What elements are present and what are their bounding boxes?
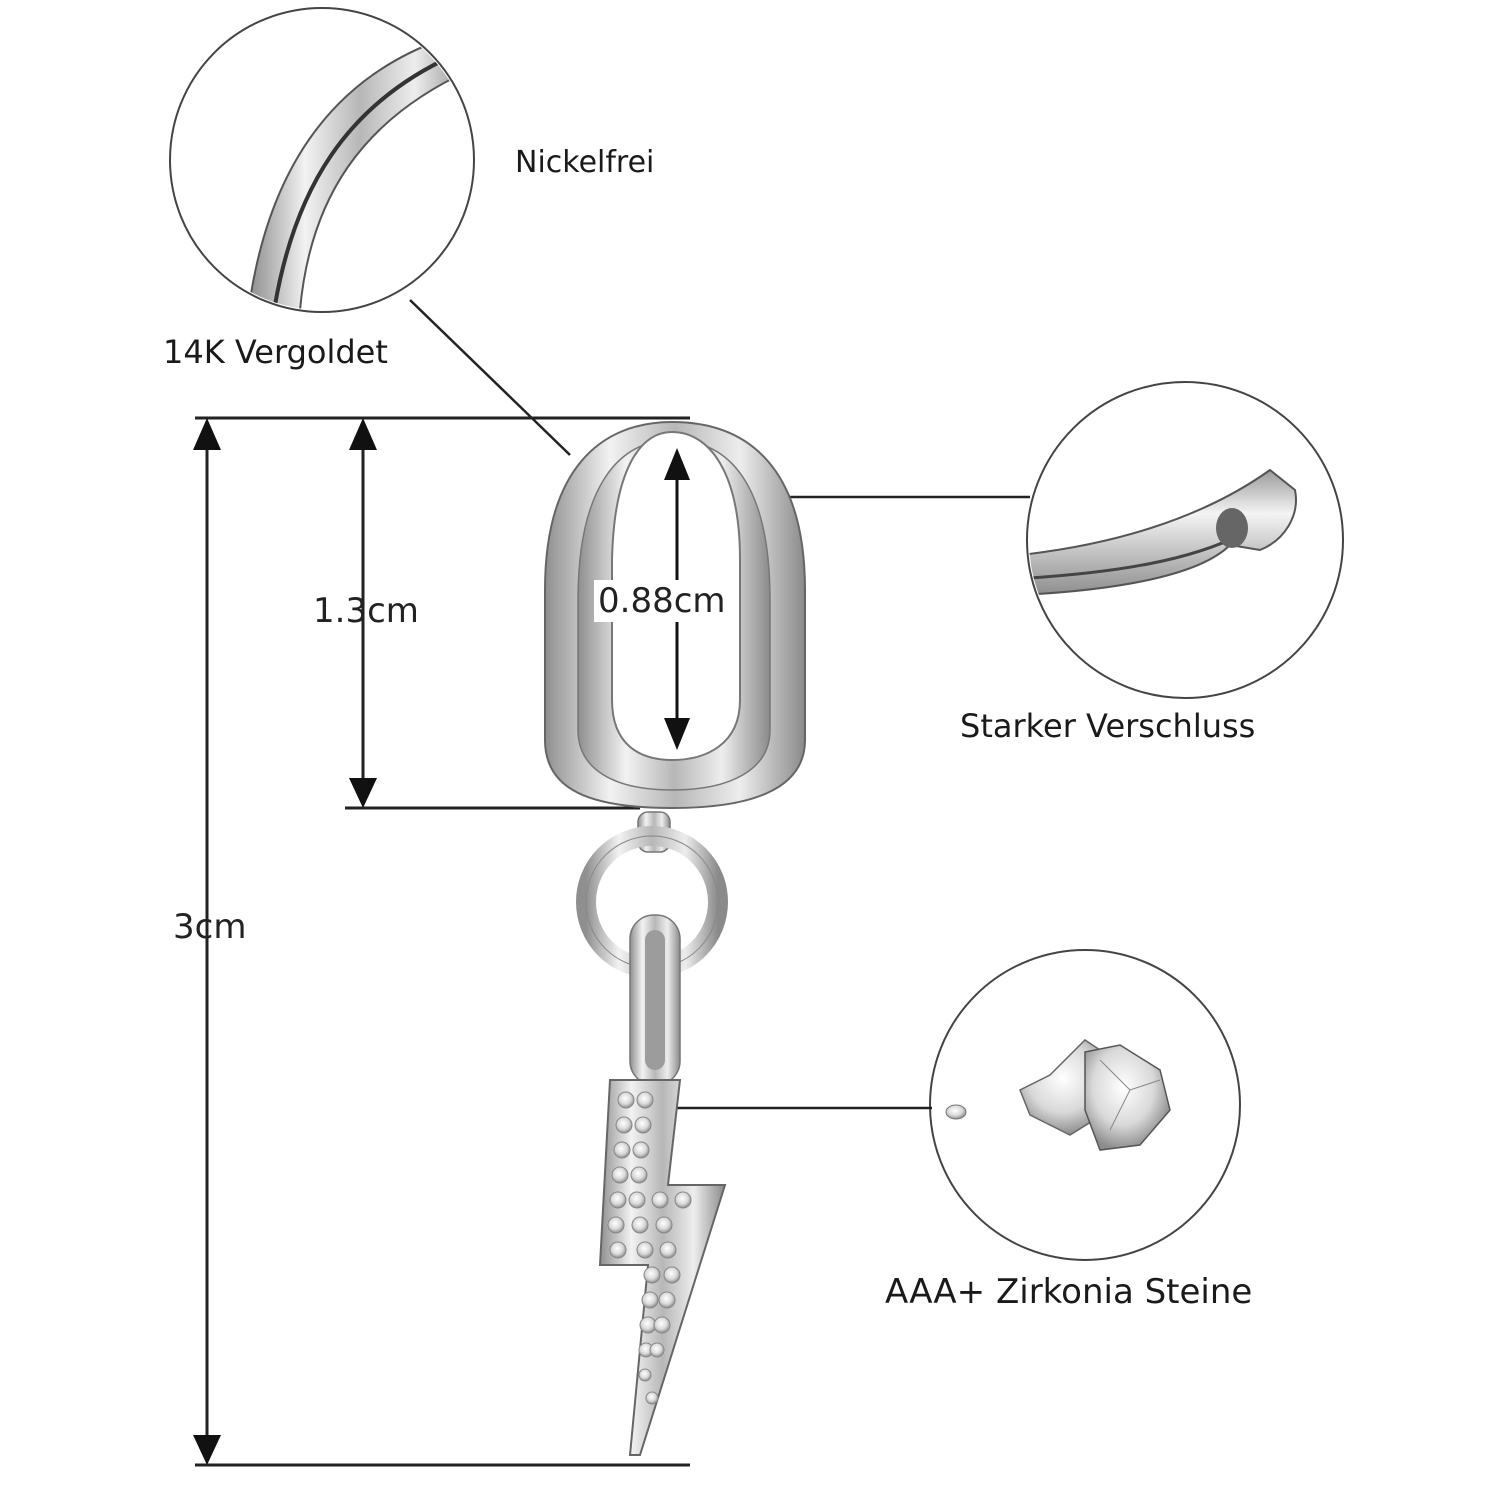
charm-stones [607,1091,692,1405]
zirconia-stones-illustration [945,1039,1171,1151]
detail-circle-clasp [1026,381,1344,699]
dimension-hoop-outer: 1.3cm [313,591,419,631]
dimension-lines [193,416,690,1467]
earring-charm [576,811,728,1456]
dimension-total-length: 3cm [173,907,247,947]
label-nickel-free: Nickelfrei [515,145,655,180]
detail-circle-stones [929,949,1241,1261]
label-plating: 14K Vergoldet [163,333,388,371]
label-clasp: Starker Verschluss [960,707,1256,745]
label-stones: AAA+ Zirkonia Steine [885,1272,1253,1312]
dimension-hoop-inner: 0.88cm [598,581,726,621]
detail-circle-surface [169,7,475,313]
earring-hoop [544,420,806,810]
